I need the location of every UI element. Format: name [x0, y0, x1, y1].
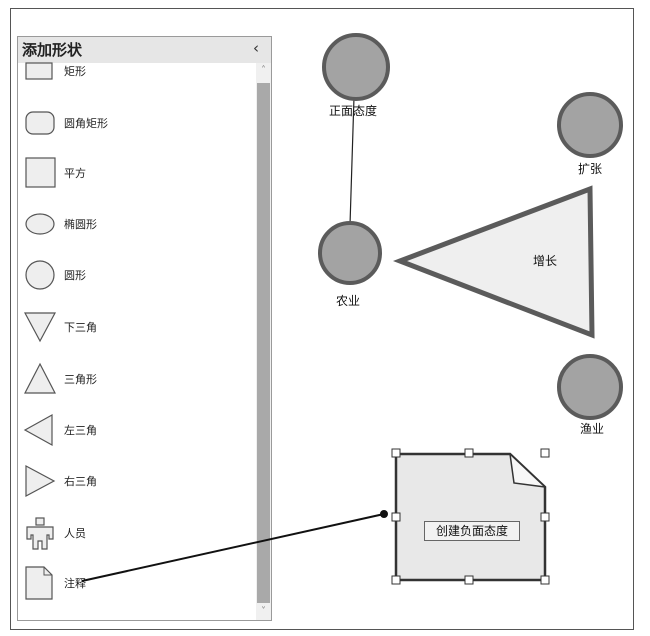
panel-scrollbar[interactable]: ˄ ˅	[256, 63, 271, 620]
scrollbar-thumb[interactable]	[257, 83, 270, 603]
resize-handle[interactable]	[540, 512, 550, 522]
left-triangle-icon	[23, 413, 53, 447]
node-label-expansion: 扩张	[578, 162, 603, 176]
note-icon	[25, 566, 53, 600]
triangle-icon	[24, 362, 56, 394]
rectangle-icon	[25, 62, 53, 80]
square-icon	[25, 157, 56, 188]
panel-title: 添加形状	[22, 41, 83, 59]
node-fishery[interactable]	[557, 354, 623, 420]
panel-header: 添加形状 ‹	[18, 37, 271, 63]
note-shape-selected[interactable]	[391, 448, 550, 585]
shape-item-triangle[interactable]: 三角形	[22, 359, 250, 399]
rounded-rectangle-icon	[25, 111, 55, 135]
resize-handle[interactable]	[391, 512, 401, 522]
shape-label: 右三角	[64, 475, 97, 488]
shape-item-person[interactable]: 人员	[22, 513, 250, 553]
node-growth[interactable]	[392, 185, 595, 339]
note-text-label[interactable]: 创建负面态度	[424, 521, 520, 541]
shape-label: 注释	[64, 577, 86, 590]
shape-item-down-triangle[interactable]: 下三角	[22, 307, 250, 347]
connector-line[interactable]	[349, 96, 355, 226]
diagram-canvas[interactable]	[272, 9, 633, 629]
node-positive-attitude[interactable]	[322, 33, 390, 101]
shape-item-circle[interactable]: 圆形	[22, 255, 250, 295]
shape-label: 三角形	[64, 373, 97, 386]
shape-label: 圆形	[64, 269, 86, 282]
shape-label: 人员	[64, 527, 86, 540]
collapse-panel-button[interactable]: ‹	[253, 39, 259, 57]
node-label-growth: 增长	[533, 254, 558, 268]
node-label-positive-attitude: 正面态度	[329, 104, 378, 118]
shape-item-right-triangle[interactable]: 右三角	[22, 461, 250, 501]
shape-label: 左三角	[64, 424, 97, 437]
shape-item-note[interactable]: 注释	[22, 563, 250, 603]
resize-handle[interactable]	[540, 575, 550, 585]
resize-handle[interactable]	[464, 448, 474, 458]
shape-item-rectangle[interactable]: 矩形	[22, 59, 250, 99]
right-triangle-icon	[25, 464, 56, 498]
shape-item-rounded-rectangle[interactable]: 圆角矩形	[22, 103, 250, 143]
resize-handle[interactable]	[391, 448, 401, 458]
resize-handle[interactable]	[391, 575, 401, 585]
node-expansion[interactable]	[557, 92, 623, 158]
ellipse-icon	[25, 213, 55, 235]
node-agriculture[interactable]	[318, 221, 382, 285]
person-icon	[26, 517, 54, 550]
shape-label: 圆角矩形	[64, 117, 108, 130]
down-triangle-icon	[23, 312, 57, 343]
shape-label: 平方	[64, 167, 86, 180]
resize-handle[interactable]	[540, 448, 550, 458]
resize-handle[interactable]	[464, 575, 474, 585]
shape-item-left-triangle[interactable]: 左三角	[22, 410, 250, 450]
circle-icon	[25, 260, 55, 290]
shape-label: 下三角	[64, 321, 97, 334]
add-shapes-panel: 添加形状 ‹ 矩形 圆角矩形 平方 椭圆形 圆形 下三角	[17, 36, 272, 621]
shape-item-square[interactable]: 平方	[22, 153, 250, 193]
shape-item-ellipse[interactable]: 椭圆形	[22, 204, 250, 244]
scroll-up-arrow-icon[interactable]: ˄	[261, 65, 266, 76]
node-label-fishery: 渔业	[580, 422, 605, 436]
scroll-down-arrow-icon[interactable]: ˅	[261, 606, 266, 617]
shape-label: 矩形	[64, 65, 86, 78]
shape-label: 椭圆形	[64, 218, 97, 231]
node-label-agriculture: 农业	[336, 294, 361, 308]
